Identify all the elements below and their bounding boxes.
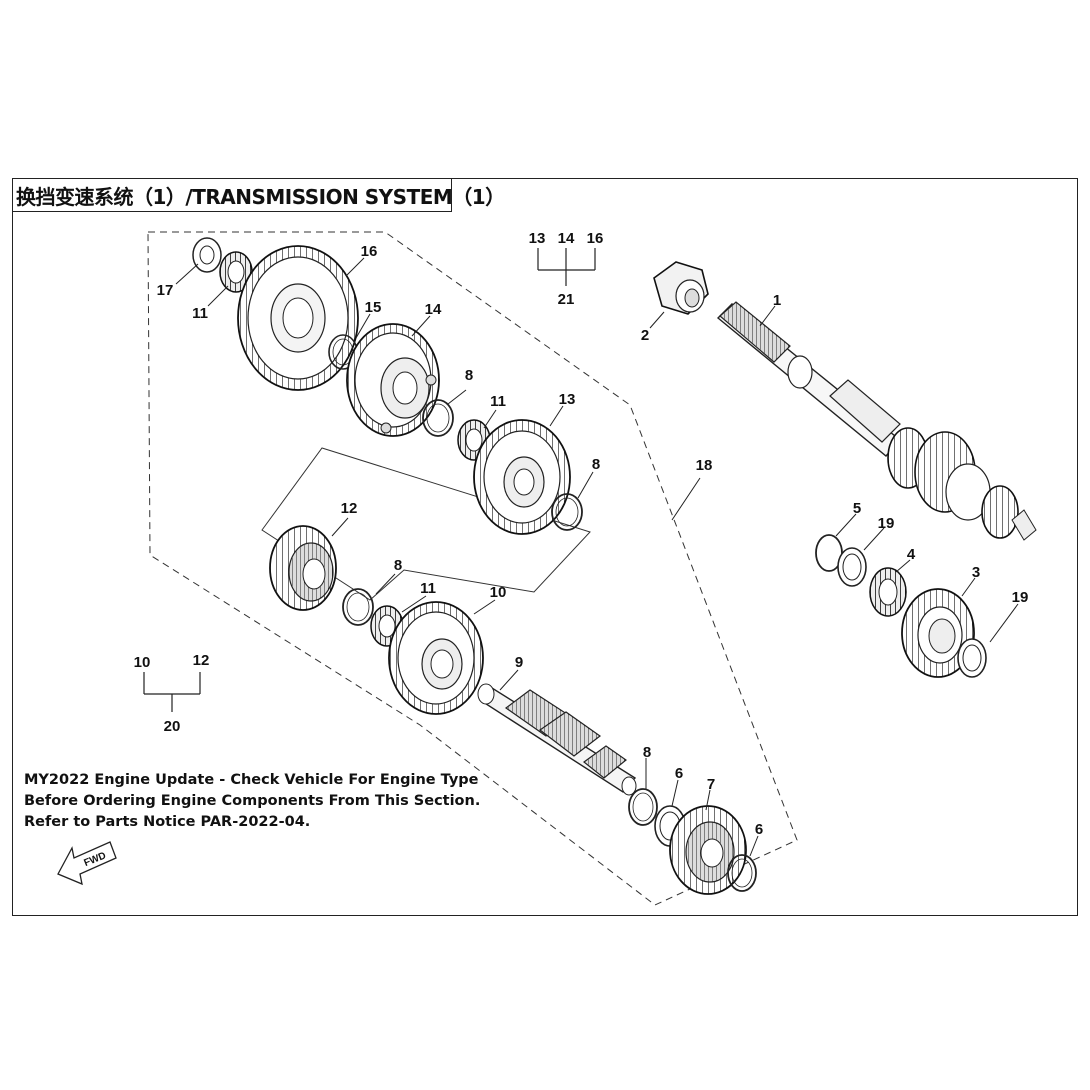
callout-12: 12 xyxy=(341,500,358,517)
callout-21-member-16: 16 xyxy=(587,230,604,247)
fwd-arrow-icon: FWD xyxy=(57,841,117,886)
washer-19-b xyxy=(957,638,987,678)
gear-16 xyxy=(237,245,359,391)
callout-19-b: 19 xyxy=(1012,589,1029,606)
callout-1: 1 xyxy=(773,292,781,309)
callout-6-a: 6 xyxy=(675,765,683,782)
callout-10: 10 xyxy=(490,584,507,601)
callout-3: 3 xyxy=(972,564,980,581)
callout-2: 2 xyxy=(641,327,649,344)
circlip-6-b xyxy=(727,854,757,892)
callout-11-lower: 11 xyxy=(420,580,436,597)
leader-lines xyxy=(175,257,1019,857)
gear-13 xyxy=(473,419,571,535)
notice-line-3: Refer to Parts Notice PAR-2022-04. xyxy=(24,814,311,830)
callout-11-top: 11 xyxy=(192,305,208,322)
callout-21-member-13: 13 xyxy=(529,230,546,247)
diagram-frame xyxy=(12,178,1078,916)
circlip-8-a xyxy=(422,399,454,437)
callout-11-middle: 11 xyxy=(490,393,506,410)
gear-14 xyxy=(346,323,440,437)
assembly-bracket-21 xyxy=(537,248,596,286)
callout-5: 5 xyxy=(853,500,861,517)
gear-10 xyxy=(388,601,484,715)
callout-15: 15 xyxy=(365,299,382,316)
callout-21-member-14: 14 xyxy=(558,230,575,247)
callout-14: 14 xyxy=(425,301,442,318)
washer-17 xyxy=(192,237,222,273)
assembly-bracket-20 xyxy=(143,672,201,712)
nut-2 xyxy=(653,261,709,315)
gear-3 xyxy=(901,588,975,678)
callout-9: 9 xyxy=(515,654,523,671)
callout-8-c: 8 xyxy=(394,557,402,574)
gear-12 xyxy=(269,525,337,611)
callout-19-a: 19 xyxy=(878,515,895,532)
shaft-9 xyxy=(477,683,637,796)
circlip-8-d xyxy=(628,788,658,826)
circlip-8-c xyxy=(342,588,374,626)
callout-8-a: 8 xyxy=(465,367,473,384)
callout-20-member-12: 12 xyxy=(193,652,210,669)
callout-18: 18 xyxy=(696,457,713,474)
callout-7: 7 xyxy=(707,776,715,793)
assembly-outline-20 xyxy=(261,447,591,601)
callout-20: 20 xyxy=(164,718,181,735)
washer-19-a xyxy=(837,547,867,587)
callout-16: 16 xyxy=(361,243,378,260)
callout-8-d: 8 xyxy=(643,744,651,761)
callout-6-b: 6 xyxy=(755,821,763,838)
shaft-1 xyxy=(716,301,1037,541)
needle-bearing-4 xyxy=(869,567,907,617)
callout-21: 21 xyxy=(558,291,575,308)
callout-13: 13 xyxy=(559,391,576,408)
callout-20-member-10: 10 xyxy=(134,654,151,671)
callout-17: 17 xyxy=(157,282,174,299)
needle-bearing-11-top xyxy=(219,251,253,293)
engine-update-notice: MY2022 Engine Update - Check Vehicle For… xyxy=(24,770,481,833)
callout-8-b: 8 xyxy=(592,456,600,473)
callout-labels: 17 11 16 15 14 8 11 13 8 12 8 11 10 9 18… xyxy=(134,230,1029,838)
page-title: 换挡变速系统（1）/TRANSMISSION SYSTEM（1） xyxy=(12,178,505,212)
gear-7 xyxy=(669,805,747,895)
circlip-8-b xyxy=(551,493,583,531)
callout-4: 4 xyxy=(907,546,916,563)
notice-line-2: Before Ordering Engine Components From T… xyxy=(24,793,481,809)
notice-line-1: MY2022 Engine Update - Check Vehicle For… xyxy=(24,772,479,788)
